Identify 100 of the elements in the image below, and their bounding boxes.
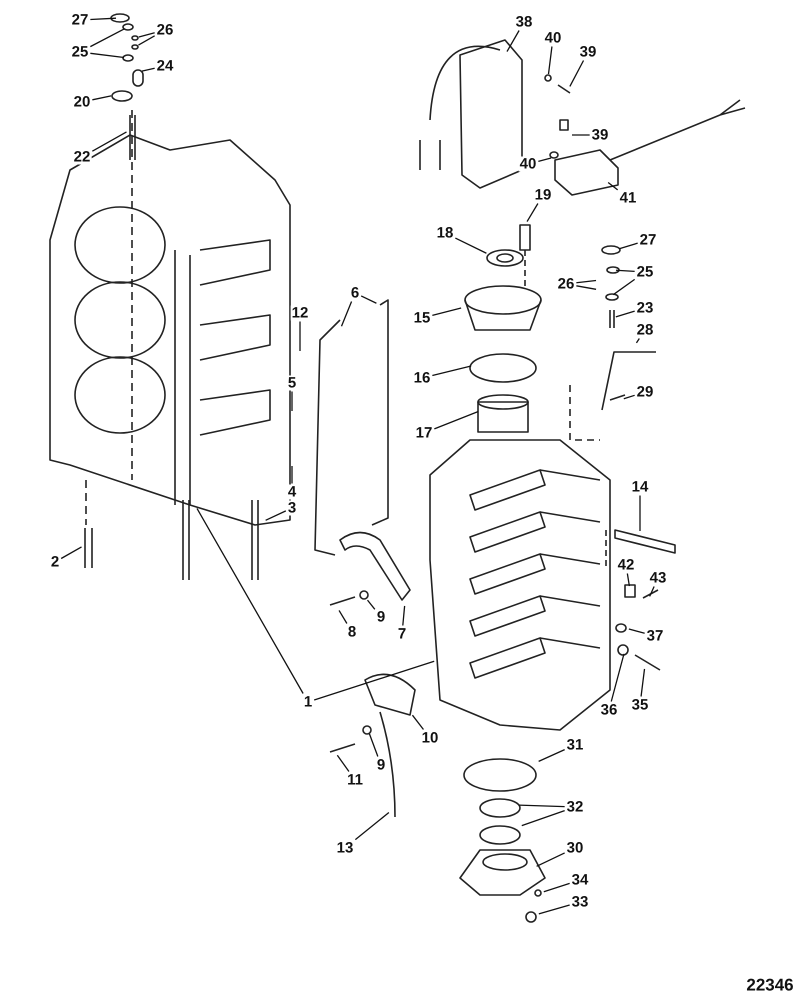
- callout-number: 31: [566, 738, 584, 752]
- callout-number: 38: [514, 14, 534, 30]
- leader-line: [518, 804, 565, 808]
- leader-line: [616, 310, 635, 318]
- callout-number: 29: [636, 384, 654, 400]
- callout-number: 30: [566, 840, 584, 856]
- leader-line: [548, 46, 553, 74]
- leader-line: [138, 35, 155, 46]
- drawing-number: 22346: [745, 978, 795, 992]
- callout-number: 19: [534, 188, 552, 202]
- leader-line: [576, 280, 596, 284]
- leader-line: [432, 307, 462, 316]
- leader-line: [455, 237, 487, 254]
- callout-number: 5: [286, 376, 298, 390]
- callout-number: 14: [630, 480, 650, 494]
- leader-line: [354, 812, 390, 840]
- callout-number: 28: [636, 322, 654, 338]
- leader-line: [360, 295, 377, 304]
- leader-line: [522, 810, 565, 826]
- leader-line: [544, 882, 570, 892]
- callout-number: 37: [646, 628, 664, 644]
- leader-line: [142, 68, 155, 72]
- callout-number: 42: [616, 558, 636, 572]
- leader-line: [291, 466, 293, 484]
- callout-number: 10: [420, 730, 440, 746]
- callout-number: 39: [578, 44, 598, 60]
- leader-line: [538, 904, 570, 915]
- callout-number: 17: [414, 426, 434, 440]
- callout-number: 3: [286, 500, 298, 516]
- leader-line: [432, 365, 472, 376]
- callout-number: 32: [566, 800, 584, 814]
- callout-number: 26: [556, 276, 576, 292]
- leader-line: [649, 586, 655, 597]
- leader-line: [536, 852, 565, 867]
- leader-line: [434, 410, 479, 430]
- leader-line: [92, 95, 112, 100]
- leader-line: [338, 610, 348, 624]
- callout-number: 2: [50, 554, 60, 570]
- callout-number: 25: [636, 264, 654, 280]
- leader-line: [402, 606, 406, 626]
- leader-line: [265, 510, 286, 521]
- callout-number: 11: [346, 772, 364, 788]
- callout-number: 26: [156, 22, 174, 38]
- callout-number: 43: [648, 570, 668, 586]
- callout-number: 40: [544, 30, 562, 46]
- leader-line: [636, 338, 640, 344]
- leader-line: [291, 392, 293, 411]
- leader-line: [569, 60, 584, 87]
- callout-number: 9: [376, 758, 386, 772]
- leader-line: [608, 182, 618, 190]
- leader-line: [640, 668, 646, 697]
- leader-line: [336, 754, 350, 772]
- callout-number: 24: [156, 58, 174, 74]
- callout-number: 6: [350, 286, 360, 300]
- leader-line: [92, 131, 127, 152]
- callout-number: 12: [290, 306, 310, 320]
- leader-line: [60, 546, 82, 560]
- leader-line: [616, 270, 635, 272]
- leader-line: [639, 496, 641, 531]
- callout-number: 15: [412, 310, 432, 326]
- leader-line: [90, 52, 124, 58]
- callout-number: 7: [396, 626, 408, 642]
- leader-line: [138, 32, 155, 38]
- leader-line: [196, 508, 304, 694]
- callout-number: 36: [600, 702, 618, 718]
- callout-number: 9: [376, 610, 386, 624]
- leader-line: [506, 30, 520, 52]
- leader-line: [299, 322, 301, 351]
- callout-number: 20: [72, 94, 92, 110]
- leader-line: [526, 203, 538, 222]
- callout-number: 22: [72, 150, 92, 164]
- leader-line: [412, 714, 424, 730]
- callout-number: 27: [70, 12, 90, 28]
- leader-line: [628, 628, 645, 634]
- callout-number: 34: [570, 872, 590, 888]
- callout-number: 39: [590, 128, 610, 142]
- leader-line: [572, 134, 590, 136]
- callout-number: 16: [412, 370, 432, 386]
- leader-line: [368, 734, 378, 757]
- leader-line: [340, 301, 352, 327]
- leader-line: [610, 654, 625, 702]
- leader-line: [538, 157, 552, 162]
- leader-line: [624, 394, 635, 400]
- callout-number: 27: [638, 232, 658, 248]
- leader-line: [90, 18, 116, 20]
- leader-line: [576, 285, 596, 290]
- leader-line: [618, 242, 638, 250]
- callout-number: 13: [336, 840, 354, 856]
- leader-line: [612, 278, 636, 296]
- callout-number: 4: [286, 484, 298, 500]
- leader-line: [538, 749, 565, 762]
- callout-number: 1: [302, 694, 314, 710]
- callout-number: 23: [636, 300, 654, 316]
- callout-number: 33: [570, 894, 590, 910]
- callout-number: 8: [346, 624, 358, 640]
- callout-number: 18: [436, 226, 454, 240]
- callout-number: 35: [630, 698, 650, 712]
- leader-line: [626, 573, 630, 586]
- leader-line: [367, 600, 376, 610]
- leader-line: [90, 28, 125, 48]
